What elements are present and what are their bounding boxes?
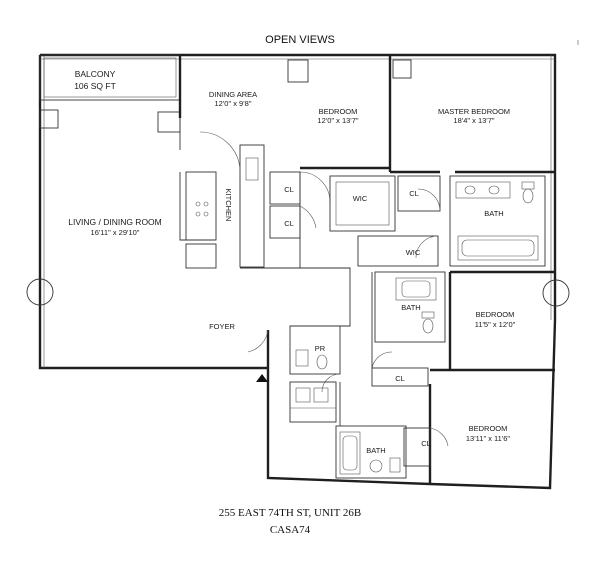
north-rooms: DINING AREA 12'0" x 9'8" BEDROOM 12'0" x… <box>178 55 555 174</box>
foyer-label: FOYER <box>209 322 235 331</box>
closet-1-label: CL <box>284 185 294 194</box>
bedroom-3-size: 13'11" x 11'6" <box>466 434 511 443</box>
closet-5-label: CL <box>421 439 431 448</box>
master-bedroom-label: MASTER BEDROOM <box>438 107 510 116</box>
balcony-size: 106 SQ FT <box>74 81 116 91</box>
bedroom-2-label: BEDROOM <box>476 310 515 319</box>
exterior-walls <box>38 40 579 490</box>
master-bedroom-size: 18'4" x 13'7" <box>453 116 494 125</box>
dining-area-size: 12'0" x 9'8" <box>215 99 252 108</box>
section-marker-left-icon <box>26 278 54 306</box>
kitchen-label: KITCHEN <box>224 189 233 222</box>
closet-4-label: CL <box>395 374 405 383</box>
master-bath: BATH <box>449 175 546 267</box>
bedroom-2-size: 11'5" x 12'0" <box>475 320 516 329</box>
bedroom-3: BEDROOM 13'11" x 11'6" CL <box>403 384 511 484</box>
section-markers <box>26 278 570 307</box>
wic-2-label: WIC <box>406 248 421 257</box>
living-room-label: LIVING / DINING ROOM <box>68 217 162 227</box>
listing-code: CASA74 <box>270 524 311 536</box>
closet-3-label: CL <box>409 189 419 198</box>
powder-room-label: PR <box>315 344 326 353</box>
center-bath: BATH <box>374 271 446 343</box>
bath-2-label: BATH <box>401 303 420 312</box>
address-label: 255 EAST 74TH ST, UNIT 26B <box>219 507 361 519</box>
bedroom-1-label: BEDROOM <box>319 107 358 116</box>
walk-in-closets: WIC CL WIC <box>329 175 441 267</box>
balcony-label: BALCONY <box>75 69 116 79</box>
living-room: LIVING / DINING ROOM 16'11" x 29'10" FOY… <box>68 131 241 331</box>
balcony: BALCONY 106 SQ FT <box>39 54 181 101</box>
entry-arrow-icon <box>256 374 268 382</box>
bedroom-1-size: 12'0" x 13'7" <box>317 116 358 125</box>
kitchen: KITCHEN <box>179 144 301 269</box>
kitchen-closets: CL CL <box>269 171 331 239</box>
bath-1-label: BATH <box>484 209 503 218</box>
hall-closet: CL <box>371 351 429 387</box>
bedroom-3-label: BEDROOM <box>469 424 508 433</box>
bath-3-label: BATH <box>366 446 385 455</box>
powder-room: PR <box>289 325 341 423</box>
bath-3: BATH <box>335 425 407 479</box>
wic-1-label: WIC <box>353 194 368 203</box>
bedroom-2: BEDROOM 11'5" x 12'0" <box>430 270 555 372</box>
living-room-size: 16'11" x 29'10" <box>91 228 140 237</box>
section-marker-right-icon <box>542 279 570 307</box>
closet-2-label: CL <box>284 219 294 228</box>
interior-walls <box>179 118 373 426</box>
dining-area-label: DINING AREA <box>209 90 257 99</box>
plan-title: OPEN VIEWS <box>265 34 335 46</box>
